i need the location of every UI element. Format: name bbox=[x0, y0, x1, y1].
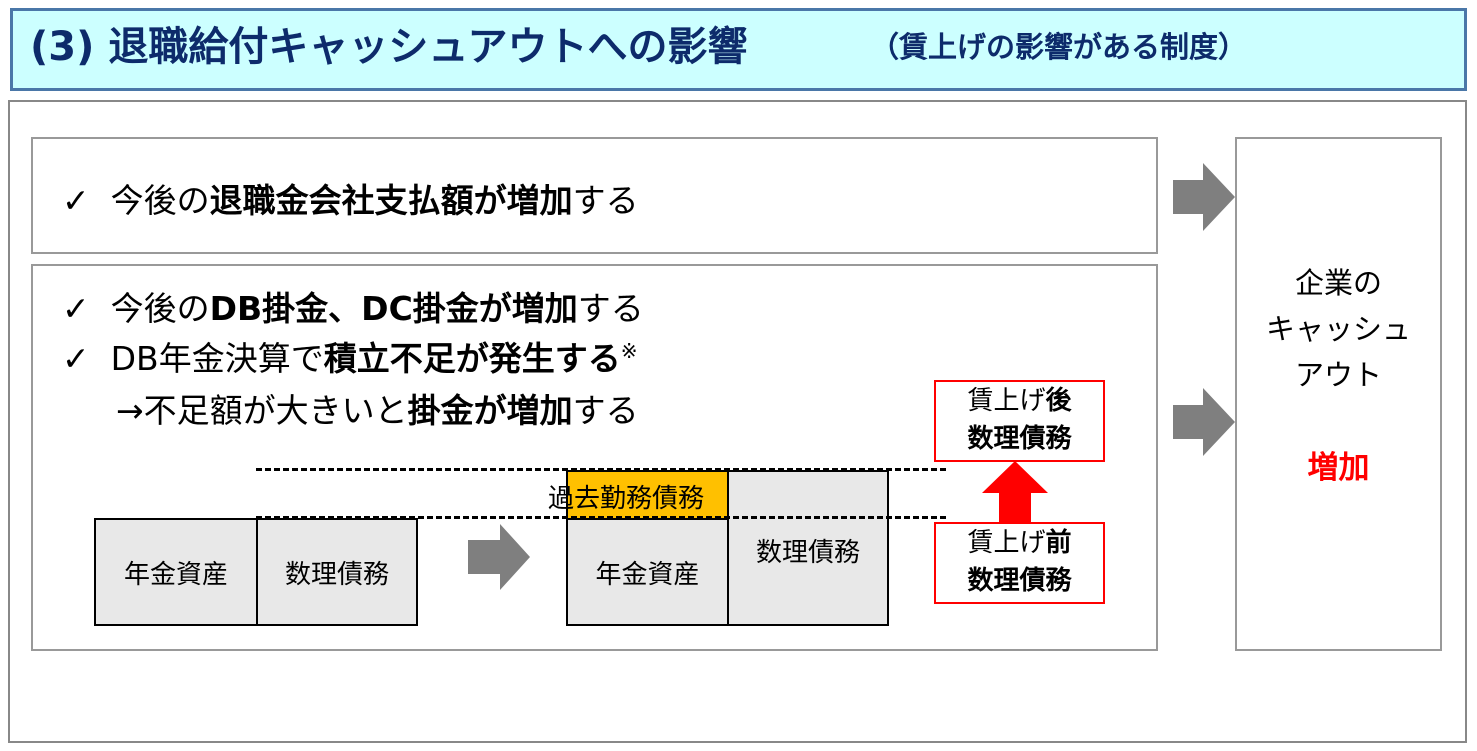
text-bold: DB掛金、DC掛金が増加 bbox=[209, 289, 578, 328]
past-service-cost-label: 過去勤務債務 bbox=[548, 484, 705, 514]
page-subtitle: （賃上げの影響がある制度） bbox=[870, 30, 1248, 64]
text-bold: が bbox=[473, 391, 507, 430]
text-bold: 数理債務 bbox=[967, 424, 1072, 454]
before-pension-assets: 年金資産 bbox=[94, 518, 258, 626]
text: 今後の bbox=[110, 289, 210, 328]
text: 今後の bbox=[110, 181, 210, 220]
before-obligation: 数理債務 bbox=[256, 518, 418, 626]
text: 賃上げ bbox=[967, 528, 1046, 558]
title-banner bbox=[10, 8, 1467, 91]
check-icon: ✓ bbox=[62, 181, 90, 220]
footnote-mark: ※ bbox=[620, 339, 638, 363]
text: する bbox=[572, 181, 639, 220]
text-bold: 増加 bbox=[506, 391, 573, 430]
company-payment-text: ✓ 今後の退職金会社支払額が増加する bbox=[62, 174, 639, 222]
contribution-box bbox=[31, 264, 1158, 651]
gray-arrow-right-icon bbox=[1173, 388, 1235, 456]
text-bold: 後 bbox=[1045, 386, 1072, 416]
contribution-line-3: →不足額が大きいと掛金が増加する bbox=[116, 384, 639, 432]
text-bold: 退職金会社支払額が増加 bbox=[209, 181, 573, 220]
text: アウト bbox=[1294, 358, 1382, 392]
page-title: (3) 退職給付キャッシュアウトへの影響 bbox=[30, 24, 748, 70]
after-pension-assets: 年金資産 bbox=[566, 518, 729, 626]
red-arrow-up-icon bbox=[982, 461, 1048, 524]
dashed-line-after bbox=[256, 468, 946, 471]
after-raise-obligation-label: 賃上げ後 数理債務 bbox=[934, 380, 1105, 462]
check-icon: ✓ bbox=[62, 339, 90, 378]
cash-out-label: 企業の キャッシュ アウト bbox=[1235, 260, 1442, 398]
text: DB年金決算で bbox=[110, 339, 324, 378]
contribution-line-1: ✓ 今後のDB掛金、DC掛金が増加する bbox=[62, 282, 644, 330]
text: 賃上げ bbox=[967, 386, 1046, 416]
text: する bbox=[577, 289, 644, 328]
text-bold: 数理債務 bbox=[967, 566, 1072, 596]
dashed-line-before bbox=[256, 516, 946, 519]
text: する bbox=[572, 391, 639, 430]
text-bold: 掛金 bbox=[407, 391, 474, 430]
text-bold: 積立不足が発生する bbox=[323, 339, 621, 378]
before-raise-obligation-label: 賃上げ前 数理債務 bbox=[934, 522, 1105, 604]
check-icon: ✓ bbox=[62, 289, 90, 328]
text-bold: 前 bbox=[1045, 528, 1072, 558]
text: 企業の bbox=[1294, 266, 1382, 300]
contribution-line-2: ✓ DB年金決算で積立不足が発生する※ bbox=[62, 332, 637, 380]
gray-arrow-right-icon bbox=[468, 524, 530, 590]
increase-label: 増加 bbox=[1307, 450, 1370, 486]
past-service-cost-block bbox=[566, 470, 729, 520]
content-frame bbox=[8, 100, 1467, 743]
text: キャッシュ bbox=[1265, 312, 1411, 346]
text: →不足額が大きいと bbox=[116, 391, 408, 430]
company-payment-box bbox=[31, 137, 1158, 254]
gray-arrow-right-icon bbox=[1173, 163, 1235, 231]
cash-out-result-box bbox=[1235, 137, 1442, 651]
after-obligation: 数理債務 bbox=[727, 470, 889, 626]
